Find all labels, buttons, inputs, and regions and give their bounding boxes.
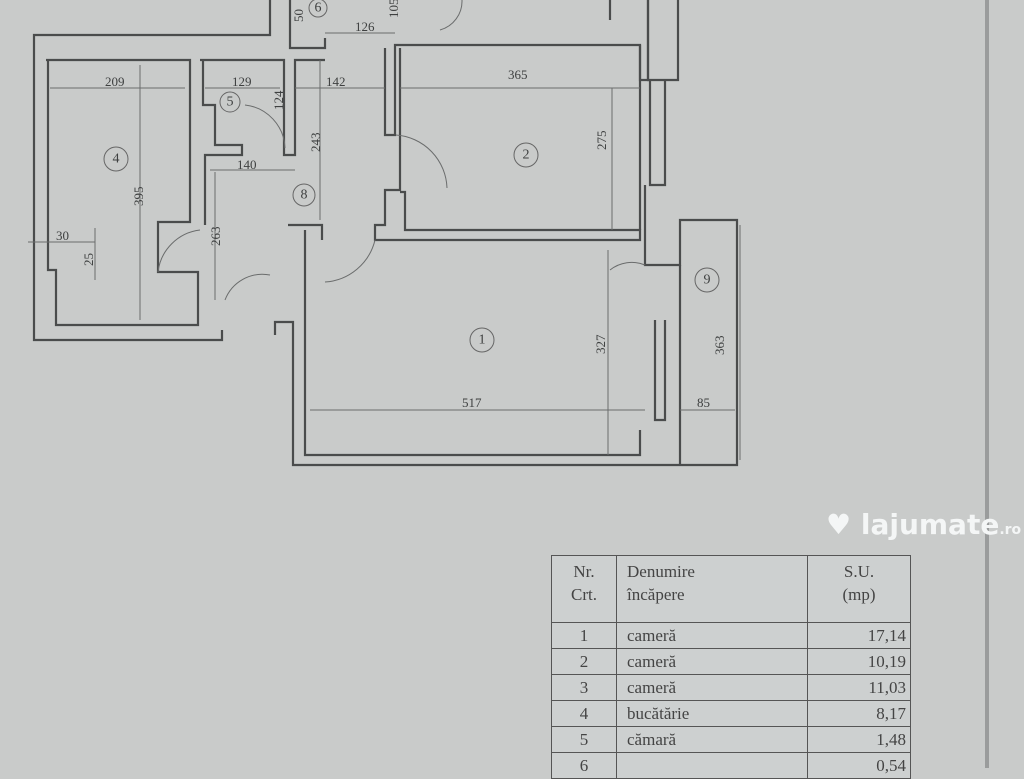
dim-129: 129 bbox=[232, 74, 252, 89]
watermark-heart-icon: ♥ bbox=[826, 508, 852, 541]
room-2-label: 2 bbox=[523, 148, 530, 163]
dim-25: 25 bbox=[81, 253, 96, 266]
table-header-row: Nr. Crt. Denumire încăpere S.U. (mp) bbox=[551, 555, 911, 623]
watermark-brand: lajumate bbox=[860, 508, 1000, 541]
dim-85: 85 bbox=[697, 395, 710, 410]
room-labels: 1 2 4 5 6 8 9 bbox=[103, 0, 720, 353]
row-name: cameră bbox=[616, 648, 808, 675]
doors bbox=[157, 0, 646, 301]
header-area: S.U. (mp) bbox=[807, 555, 911, 623]
room-4-label: 4 bbox=[113, 152, 120, 167]
dim-363: 363 bbox=[712, 336, 727, 356]
room-8-label: 8 bbox=[301, 188, 308, 203]
row-nr: 3 bbox=[551, 674, 617, 701]
room-9-label: 9 bbox=[704, 273, 711, 288]
row-area: 11,03 bbox=[807, 674, 911, 701]
row-area: 10,19 bbox=[807, 648, 911, 675]
row-name: cameră bbox=[616, 622, 808, 649]
row-nr: 2 bbox=[551, 648, 617, 675]
dim-105: 105 bbox=[386, 0, 401, 18]
room-5-label: 5 bbox=[227, 95, 234, 110]
row-name: cameră bbox=[616, 674, 808, 701]
row-name bbox=[616, 752, 808, 779]
walls bbox=[32, 0, 739, 467]
dim-395: 395 bbox=[131, 187, 146, 207]
dim-142: 142 bbox=[326, 74, 346, 89]
row-nr: 6 bbox=[551, 752, 617, 779]
dim-124: 124 bbox=[271, 90, 286, 110]
room-6-label: 6 bbox=[315, 1, 322, 16]
row-area: 8,17 bbox=[807, 700, 911, 727]
page-edge bbox=[985, 0, 989, 768]
dimension-labels: 209 395 30 25 129 124 140 142 126 243 26… bbox=[56, 0, 727, 410]
row-nr: 4 bbox=[551, 700, 617, 727]
row-area: 0,54 bbox=[807, 752, 911, 779]
dim-263: 263 bbox=[208, 227, 223, 247]
dim-30: 30 bbox=[56, 228, 69, 243]
row-area: 17,14 bbox=[807, 622, 911, 649]
dim-517: 517 bbox=[462, 395, 482, 410]
dim-243: 243 bbox=[308, 133, 323, 153]
row-name: bucătărie bbox=[616, 700, 808, 727]
row-area: 1,48 bbox=[807, 726, 911, 753]
dimension-lines bbox=[28, 32, 741, 460]
header-nr: Nr. Crt. bbox=[551, 555, 617, 623]
row-name: cămară bbox=[616, 726, 808, 753]
dim-140: 140 bbox=[237, 157, 257, 172]
watermark-tld: .ro bbox=[999, 522, 1022, 538]
dim-275: 275 bbox=[594, 131, 609, 151]
dim-327: 327 bbox=[593, 334, 608, 354]
dim-365: 365 bbox=[508, 67, 528, 82]
watermark-logo: ♥ lajumate.ro bbox=[826, 508, 1021, 547]
row-nr: 5 bbox=[551, 726, 617, 753]
row-nr: 1 bbox=[551, 622, 617, 649]
dim-209: 209 bbox=[105, 74, 125, 89]
header-name: Denumire încăpere bbox=[616, 555, 808, 623]
room-1-label: 1 bbox=[479, 333, 486, 348]
dim-126: 126 bbox=[355, 19, 375, 34]
dim-50: 50 bbox=[291, 9, 306, 22]
